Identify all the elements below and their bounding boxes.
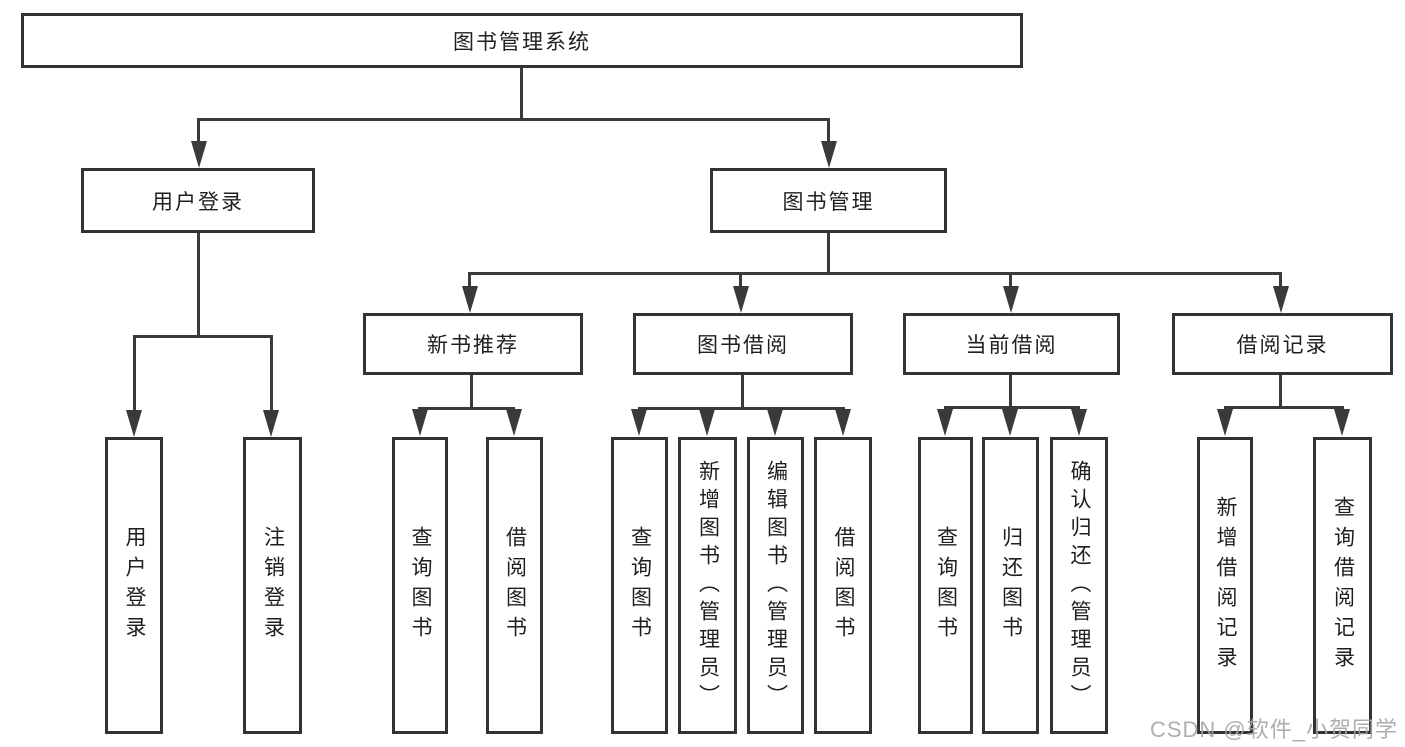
connector-current-borrow-stem [1009, 375, 1012, 409]
connector-login-drop [133, 335, 136, 413]
node-confirm-return-admin-label: 确认归还（管理员） [1068, 459, 1091, 712]
node-add-books-admin: 新增图书（管理员） [678, 437, 737, 734]
arrow-down-icon [1071, 409, 1087, 436]
arrow-down-icon [506, 409, 522, 436]
arrow-down-icon [937, 409, 953, 436]
arrow-down-icon [1217, 409, 1233, 436]
connector-new-book-branch [418, 407, 515, 410]
node-new-book-recommend: 新书推荐 [363, 313, 583, 375]
arrow-down-icon [1002, 409, 1018, 436]
node-logout-action: 注销登录 [243, 437, 302, 734]
connector-borrow-record-branch [1224, 406, 1344, 409]
node-book-borrowing: 图书借阅 [633, 313, 853, 375]
node-query-books-recommend-label: 查询图书 [409, 525, 432, 646]
node-borrow-books-action: 借阅图书 [814, 437, 872, 734]
arrow-down-icon [126, 410, 142, 437]
connector-borrow-record-stem [1279, 375, 1282, 409]
arrow-down-icon [631, 409, 647, 436]
node-book-management: 图书管理 [710, 168, 947, 233]
node-book-borrowing-label: 图书借阅 [697, 334, 789, 357]
connector-new-book-drop [468, 272, 471, 288]
connector-borrow-record-drop [1279, 272, 1282, 288]
connector-user-login-stem [197, 233, 200, 337]
connector-book-borrow-branch [638, 407, 845, 410]
csdn-watermark: CSDN @软件_小贺同学 [1149, 717, 1398, 742]
node-add-borrow-record: 新增借阅记录 [1197, 437, 1253, 734]
connector-book-borrow-stem [741, 375, 744, 410]
node-borrow-records: 借阅记录 [1172, 313, 1393, 375]
arrow-down-icon [412, 409, 428, 436]
node-borrow-books-recommend-label: 借阅图书 [503, 525, 527, 646]
node-edit-books-admin-label: 编辑图书（管理员） [764, 459, 788, 712]
node-logout-action-label: 注销登录 [261, 525, 285, 646]
node-user-login-action: 用户登录 [105, 437, 163, 734]
node-book-management-label: 图书管理 [782, 190, 875, 214]
arrow-down-icon [1273, 286, 1289, 313]
node-borrow-books-action-label: 借阅图书 [832, 525, 855, 646]
connector-current-borrow-branch [944, 406, 1080, 409]
node-query-books-current: 查询图书 [918, 437, 973, 734]
node-user-login-label: 用户登录 [152, 190, 244, 214]
node-query-books-recommend: 查询图书 [392, 437, 448, 734]
node-user-login: 用户登录 [81, 168, 315, 233]
connector-book-mgmt-branch [469, 272, 1282, 275]
node-borrow-records-label: 借阅记录 [1236, 334, 1329, 357]
arrow-down-icon [767, 409, 783, 436]
connector-root-branch [198, 118, 830, 121]
node-library-system-label: 图书管理系统 [453, 30, 591, 54]
arrow-down-icon [733, 286, 749, 313]
node-query-books-borrowing-label: 查询图书 [628, 525, 652, 646]
connector-new-book-stem [470, 375, 473, 410]
connector-logout-drop [270, 335, 273, 413]
arrow-down-icon [1003, 286, 1019, 313]
node-return-books: 归还图书 [982, 437, 1039, 734]
arrow-down-icon [699, 409, 715, 436]
node-query-borrow-record-label: 查询借阅记录 [1331, 495, 1355, 676]
arrow-down-icon [821, 141, 837, 168]
node-query-borrow-record: 查询借阅记录 [1313, 437, 1372, 734]
node-borrow-books-recommend: 借阅图书 [486, 437, 543, 734]
node-query-books-current-label: 查询图书 [934, 525, 958, 646]
connector-user-login-branch [133, 335, 273, 338]
node-add-books-admin-label: 新增图书（管理员） [696, 459, 720, 712]
connector-user-login-drop [197, 118, 200, 146]
node-current-borrowing-label: 当前借阅 [965, 334, 1058, 357]
connector-book-mgmt-stem [827, 233, 830, 275]
arrow-down-icon [263, 410, 279, 437]
node-new-book-recommend-label: 新书推荐 [427, 334, 519, 357]
node-query-books-borrowing: 查询图书 [611, 437, 668, 734]
node-current-borrowing: 当前借阅 [903, 313, 1120, 375]
arrow-down-icon [191, 141, 207, 168]
connector-book-mgmt-drop [827, 118, 830, 146]
arrow-down-icon [835, 409, 851, 436]
node-edit-books-admin: 编辑图书（管理员） [747, 437, 804, 734]
node-confirm-return-admin: 确认归还（管理员） [1050, 437, 1108, 734]
node-library-system: 图书管理系统 [21, 13, 1023, 68]
connector-current-borrow-drop [1009, 272, 1012, 288]
connector-root-stem [520, 68, 523, 121]
connector-book-borrow-drop [739, 272, 742, 288]
arrow-down-icon [1334, 409, 1350, 436]
node-user-login-action-label: 用户登录 [123, 525, 146, 646]
arrow-down-icon [462, 286, 478, 313]
node-return-books-label: 归还图书 [999, 525, 1023, 646]
node-add-borrow-record-label: 新增借阅记录 [1214, 495, 1237, 676]
